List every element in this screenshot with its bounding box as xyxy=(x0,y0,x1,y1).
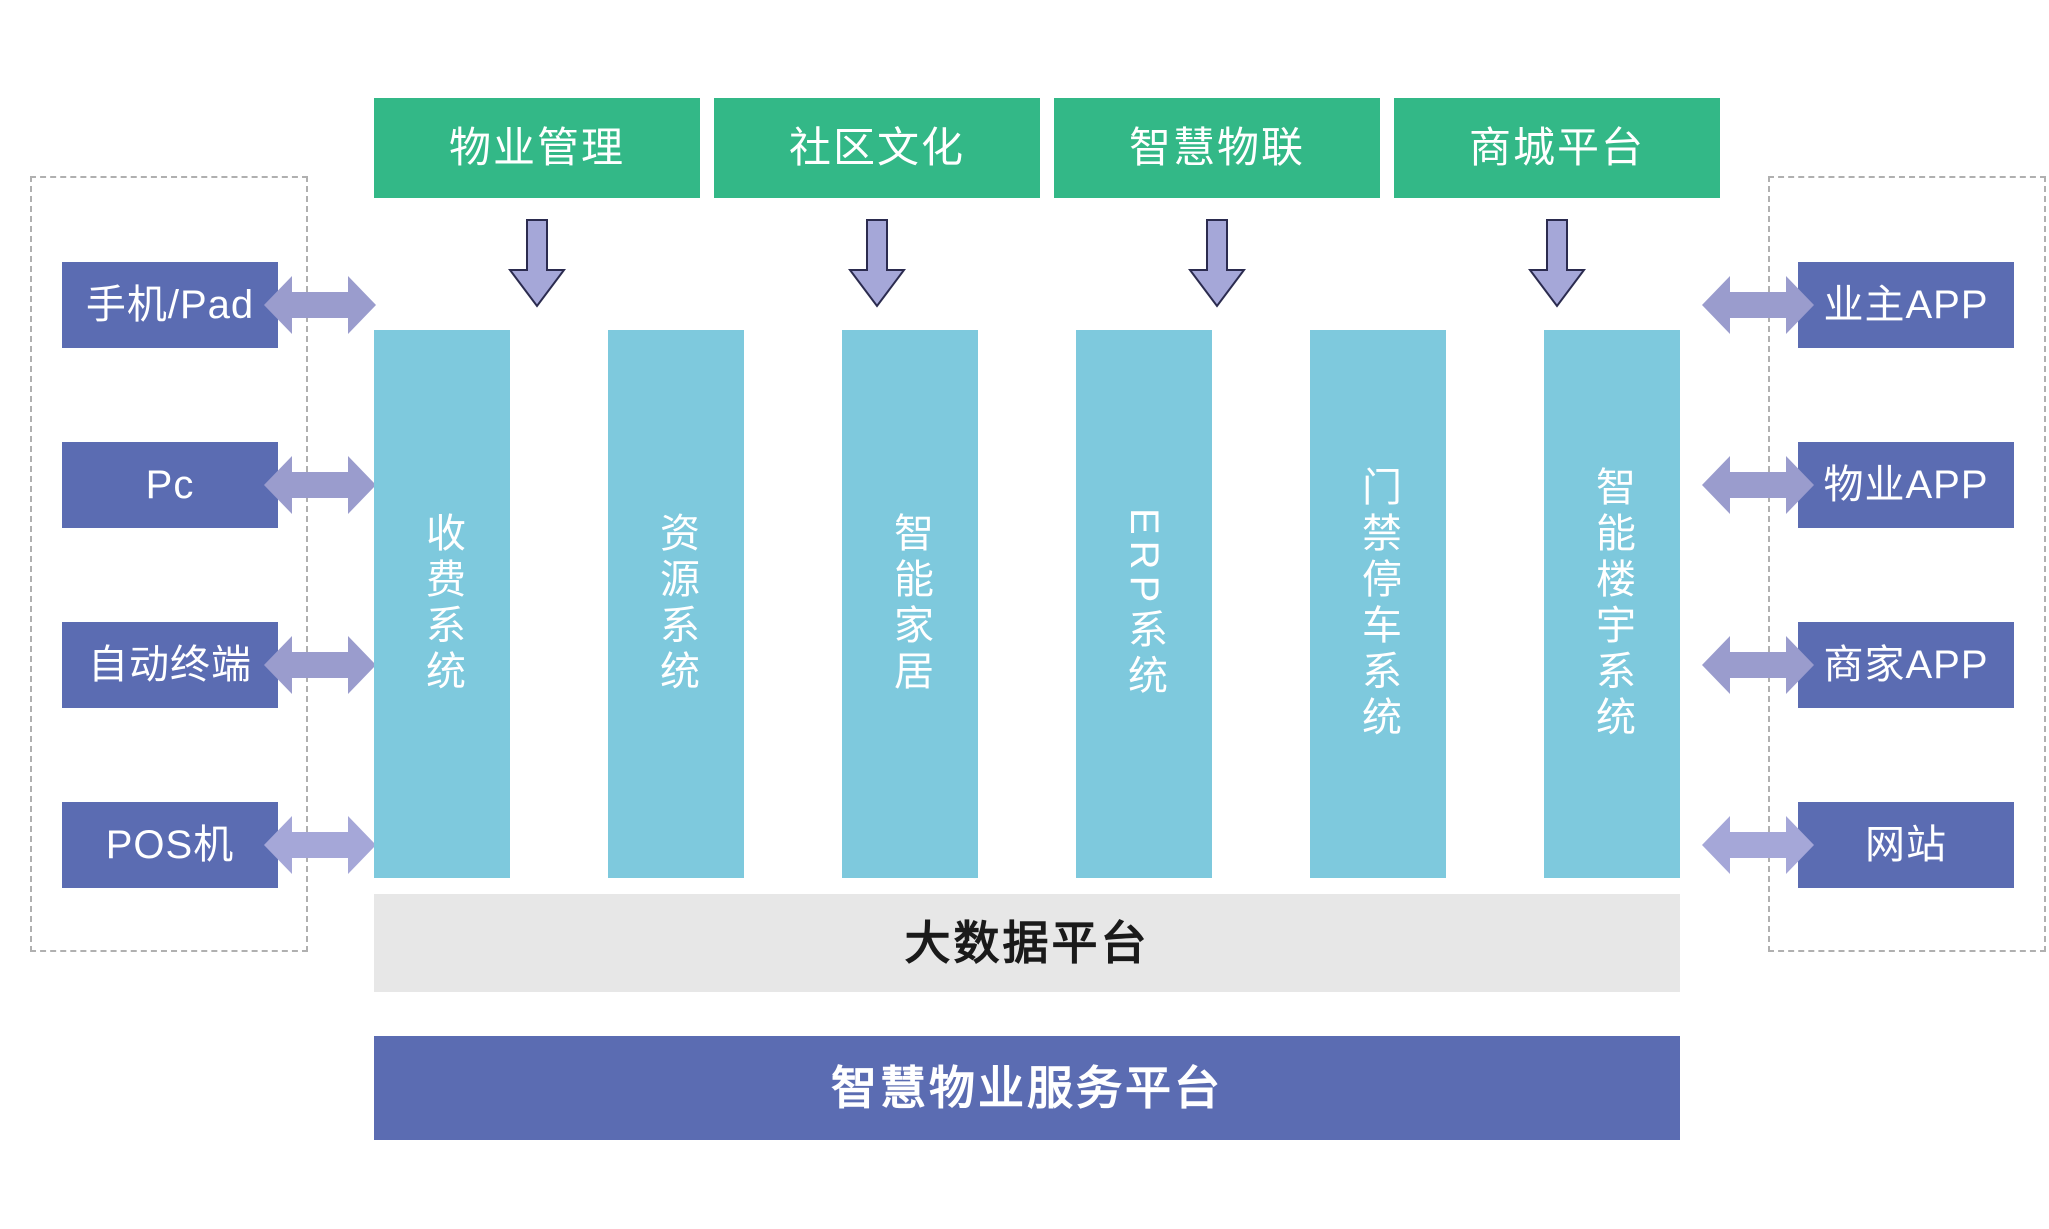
system-column-access-parking[interactable]: 门禁停车系统 xyxy=(1310,330,1446,878)
channel-label: 商城平台 xyxy=(1468,123,1645,171)
device-box-self-service-terminal[interactable]: 自动终端 xyxy=(62,622,278,708)
device-box-pc[interactable]: Pc xyxy=(62,442,278,528)
down-arrow-icon xyxy=(1187,218,1247,308)
client-label: 网站 xyxy=(1865,823,1947,867)
device-label: POS机 xyxy=(105,823,235,867)
channel-box-mall-platform[interactable]: 商城平台 xyxy=(1394,98,1720,198)
left-right-arrow-icon xyxy=(1700,268,1816,342)
system-column-resource[interactable]: 资源系统 xyxy=(608,330,744,878)
system-label: 智能楼宇系统 xyxy=(1590,466,1634,742)
device-box-phone-pad[interactable]: 手机/Pad xyxy=(62,262,278,348)
left-right-arrow-icon xyxy=(1700,628,1816,702)
system-label: 收费系统 xyxy=(420,512,464,696)
left-right-arrow-icon xyxy=(262,628,378,702)
device-label: Pc xyxy=(145,463,195,507)
channel-box-community-culture[interactable]: 社区文化 xyxy=(714,98,1040,198)
channel-label: 物业管理 xyxy=(448,123,625,171)
left-right-arrow-icon xyxy=(262,268,378,342)
system-label: 智能家居 xyxy=(888,512,932,696)
down-arrow-icon xyxy=(1527,218,1587,308)
device-label: 手机/Pad xyxy=(85,283,255,327)
left-right-arrow-icon xyxy=(262,448,378,522)
device-label: 自动终端 xyxy=(88,643,252,687)
client-label: 业主APP xyxy=(1823,283,1989,327)
big-data-platform-label: 大数据平台 xyxy=(904,916,1150,969)
client-label: 物业APP xyxy=(1823,463,1989,507)
system-column-smart-home[interactable]: 智能家居 xyxy=(842,330,978,878)
device-box-pos[interactable]: POS机 xyxy=(62,802,278,888)
system-column-erp[interactable]: ERP系统 xyxy=(1076,330,1212,878)
right-client-group-frame xyxy=(1768,176,2046,952)
client-box-merchant-app[interactable]: 商家APP xyxy=(1798,622,2014,708)
smart-property-service-platform-bar[interactable]: 智慧物业服务平台 xyxy=(374,1036,1680,1140)
system-column-intelligent-building[interactable]: 智能楼宇系统 xyxy=(1544,330,1680,878)
system-label: 资源系统 xyxy=(654,512,698,696)
client-box-property-app[interactable]: 物业APP xyxy=(1798,442,2014,528)
service-platform-label: 智慧物业服务平台 xyxy=(831,1061,1223,1114)
channel-box-property-management[interactable]: 物业管理 xyxy=(374,98,700,198)
client-box-owner-app[interactable]: 业主APP xyxy=(1798,262,2014,348)
left-device-group-frame xyxy=(30,176,308,952)
channel-label: 社区文化 xyxy=(788,123,965,171)
left-right-arrow-icon xyxy=(262,808,378,882)
channel-box-smart-iot[interactable]: 智慧物联 xyxy=(1054,98,1380,198)
channel-label: 智慧物联 xyxy=(1128,123,1305,171)
left-right-arrow-icon xyxy=(1700,808,1816,882)
down-arrow-icon xyxy=(507,218,567,308)
client-label: 商家APP xyxy=(1823,643,1989,687)
system-label: ERP系统 xyxy=(1122,507,1166,701)
system-column-billing[interactable]: 收费系统 xyxy=(374,330,510,878)
left-right-arrow-icon xyxy=(1700,448,1816,522)
down-arrow-icon xyxy=(847,218,907,308)
system-label: 门禁停车系统 xyxy=(1356,466,1400,742)
big-data-platform-bar[interactable]: 大数据平台 xyxy=(374,894,1680,992)
client-box-website[interactable]: 网站 xyxy=(1798,802,2014,888)
